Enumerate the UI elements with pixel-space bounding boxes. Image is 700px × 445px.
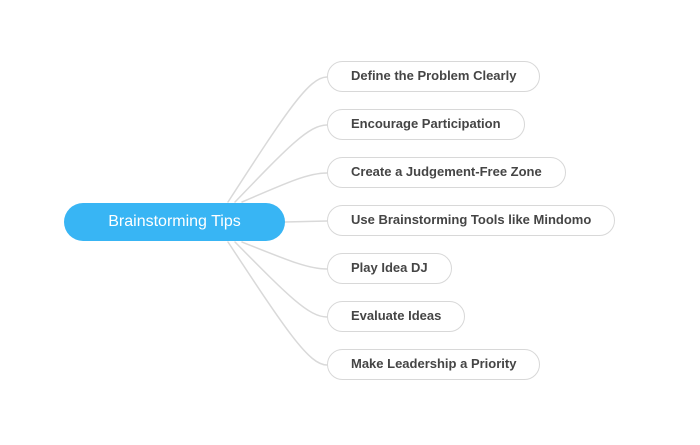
topic-node-encourage-participation[interactable]: Encourage Participation: [327, 109, 525, 140]
connector-line: [227, 76, 328, 203]
connector-line: [227, 241, 328, 366]
root-node-brainstorming-tips[interactable]: Brainstorming Tips: [64, 203, 285, 241]
topic-node-create-a-judgement-free-zone[interactable]: Create a Judgement-Free Zone: [327, 157, 566, 188]
connector-line: [234, 124, 328, 203]
topic-node-play-idea-dj[interactable]: Play Idea DJ: [327, 253, 452, 284]
connector-line: [241, 241, 328, 270]
topic-node-define-the-problem-clearly[interactable]: Define the Problem Clearly: [327, 61, 541, 92]
topic-node-make-leadership-a-priority[interactable]: Make Leadership a Priority: [327, 349, 541, 380]
topic-node-use-brainstorming-tools-like-mindomo[interactable]: Use Brainstorming Tools like Mindomo: [327, 205, 616, 236]
topic-node-evaluate-ideas[interactable]: Evaluate Ideas: [327, 301, 466, 332]
connector-line: [284, 220, 328, 223]
connector-line: [234, 241, 328, 318]
connector-line: [241, 172, 328, 203]
